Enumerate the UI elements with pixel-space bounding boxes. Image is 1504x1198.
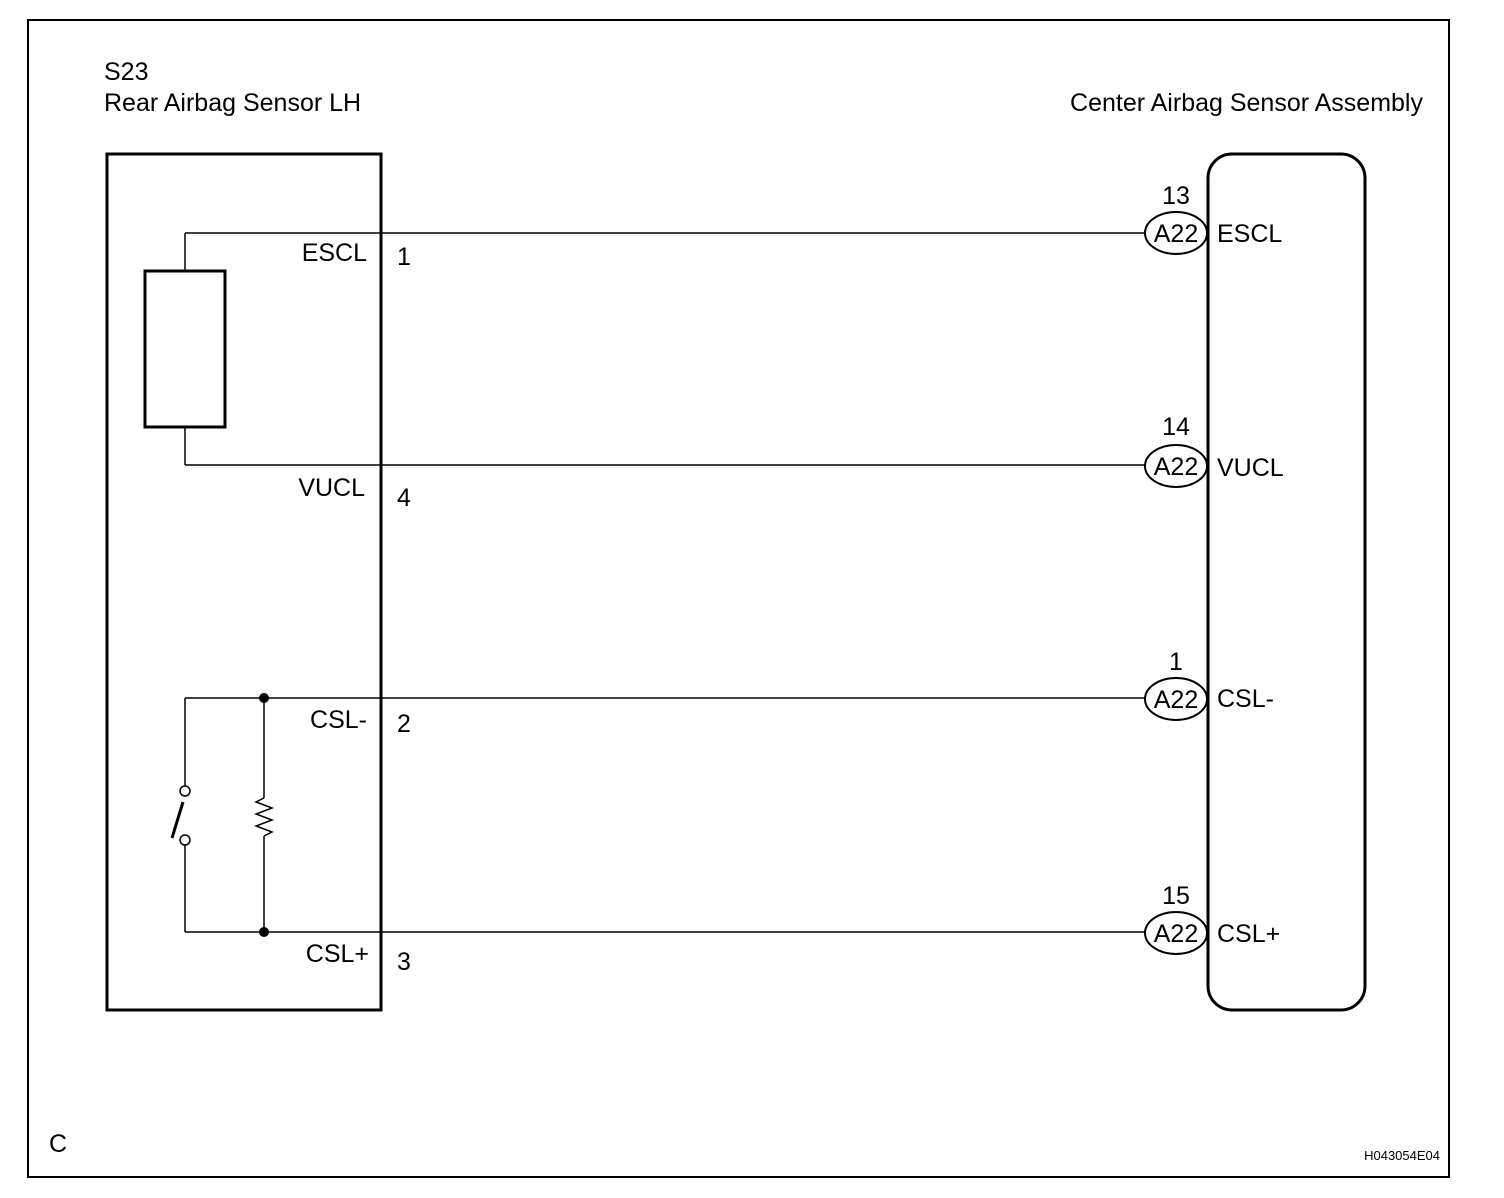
- switch-contact-top: [179, 785, 191, 797]
- connector-a22-csl-plus: 15 A22 CSL+: [1144, 882, 1280, 955]
- sensor-terminal-pin: 4: [397, 484, 411, 512]
- connector-pin-number: 15: [1162, 882, 1190, 910]
- sensor-code: S23: [104, 58, 148, 86]
- junction-dot-bottom: [259, 927, 269, 937]
- rear-sensor-box: [105, 152, 383, 1012]
- center-name: Center Airbag Sensor Assembly: [1070, 89, 1423, 117]
- corner-letter: C: [49, 1130, 67, 1158]
- sensor-terminal-label: CSL+: [306, 940, 369, 968]
- connector-a22-escl: 13 A22 ESCL: [1144, 182, 1282, 255]
- connector-pin-number: 13: [1162, 182, 1190, 210]
- switch-blade: [170, 801, 185, 839]
- connector-a22-csl-minus: 1 A22 CSL-: [1144, 648, 1274, 721]
- resistor-zigzag: [253, 797, 275, 837]
- connector-oval: [1144, 911, 1208, 955]
- sensor-terminal-pin: 2: [397, 710, 411, 738]
- connector-oval: [1144, 444, 1208, 488]
- connector-oval: [1144, 211, 1208, 255]
- sensor-terminal-pin: 1: [397, 243, 411, 271]
- switch-contact-bottom: [179, 834, 191, 846]
- sensor-terminal-pin: 3: [397, 948, 411, 976]
- connector-pin-number: 1: [1169, 648, 1183, 676]
- junction-dot-top: [259, 693, 269, 703]
- connector-code: A22: [1154, 453, 1198, 481]
- sensor-name: Rear Airbag Sensor LH: [104, 89, 361, 117]
- figure-code: H043054E04: [1364, 1148, 1440, 1163]
- connector-pin-number: 14: [1162, 413, 1190, 441]
- connector-code: A22: [1154, 220, 1198, 248]
- center-sensor-box: [1206, 152, 1367, 1012]
- center-terminal-label: ESCL: [1217, 220, 1282, 248]
- diagram-frame: [27, 19, 1450, 1178]
- connector-code: A22: [1154, 920, 1198, 948]
- center-terminal-label: CSL+: [1217, 920, 1280, 948]
- sensor-terminal-label: CSL-: [310, 706, 367, 734]
- connector-a22-vucl: 14 A22 VUCL: [1144, 413, 1284, 488]
- center-terminal-label: VUCL: [1217, 454, 1284, 482]
- connector-code: A22: [1154, 686, 1198, 714]
- squib-element: [143, 269, 227, 429]
- sensor-terminal-label: ESCL: [302, 239, 367, 267]
- center-terminal-label: CSL-: [1217, 685, 1274, 713]
- sensor-terminal-label: VUCL: [298, 474, 365, 502]
- connector-oval: [1144, 677, 1208, 721]
